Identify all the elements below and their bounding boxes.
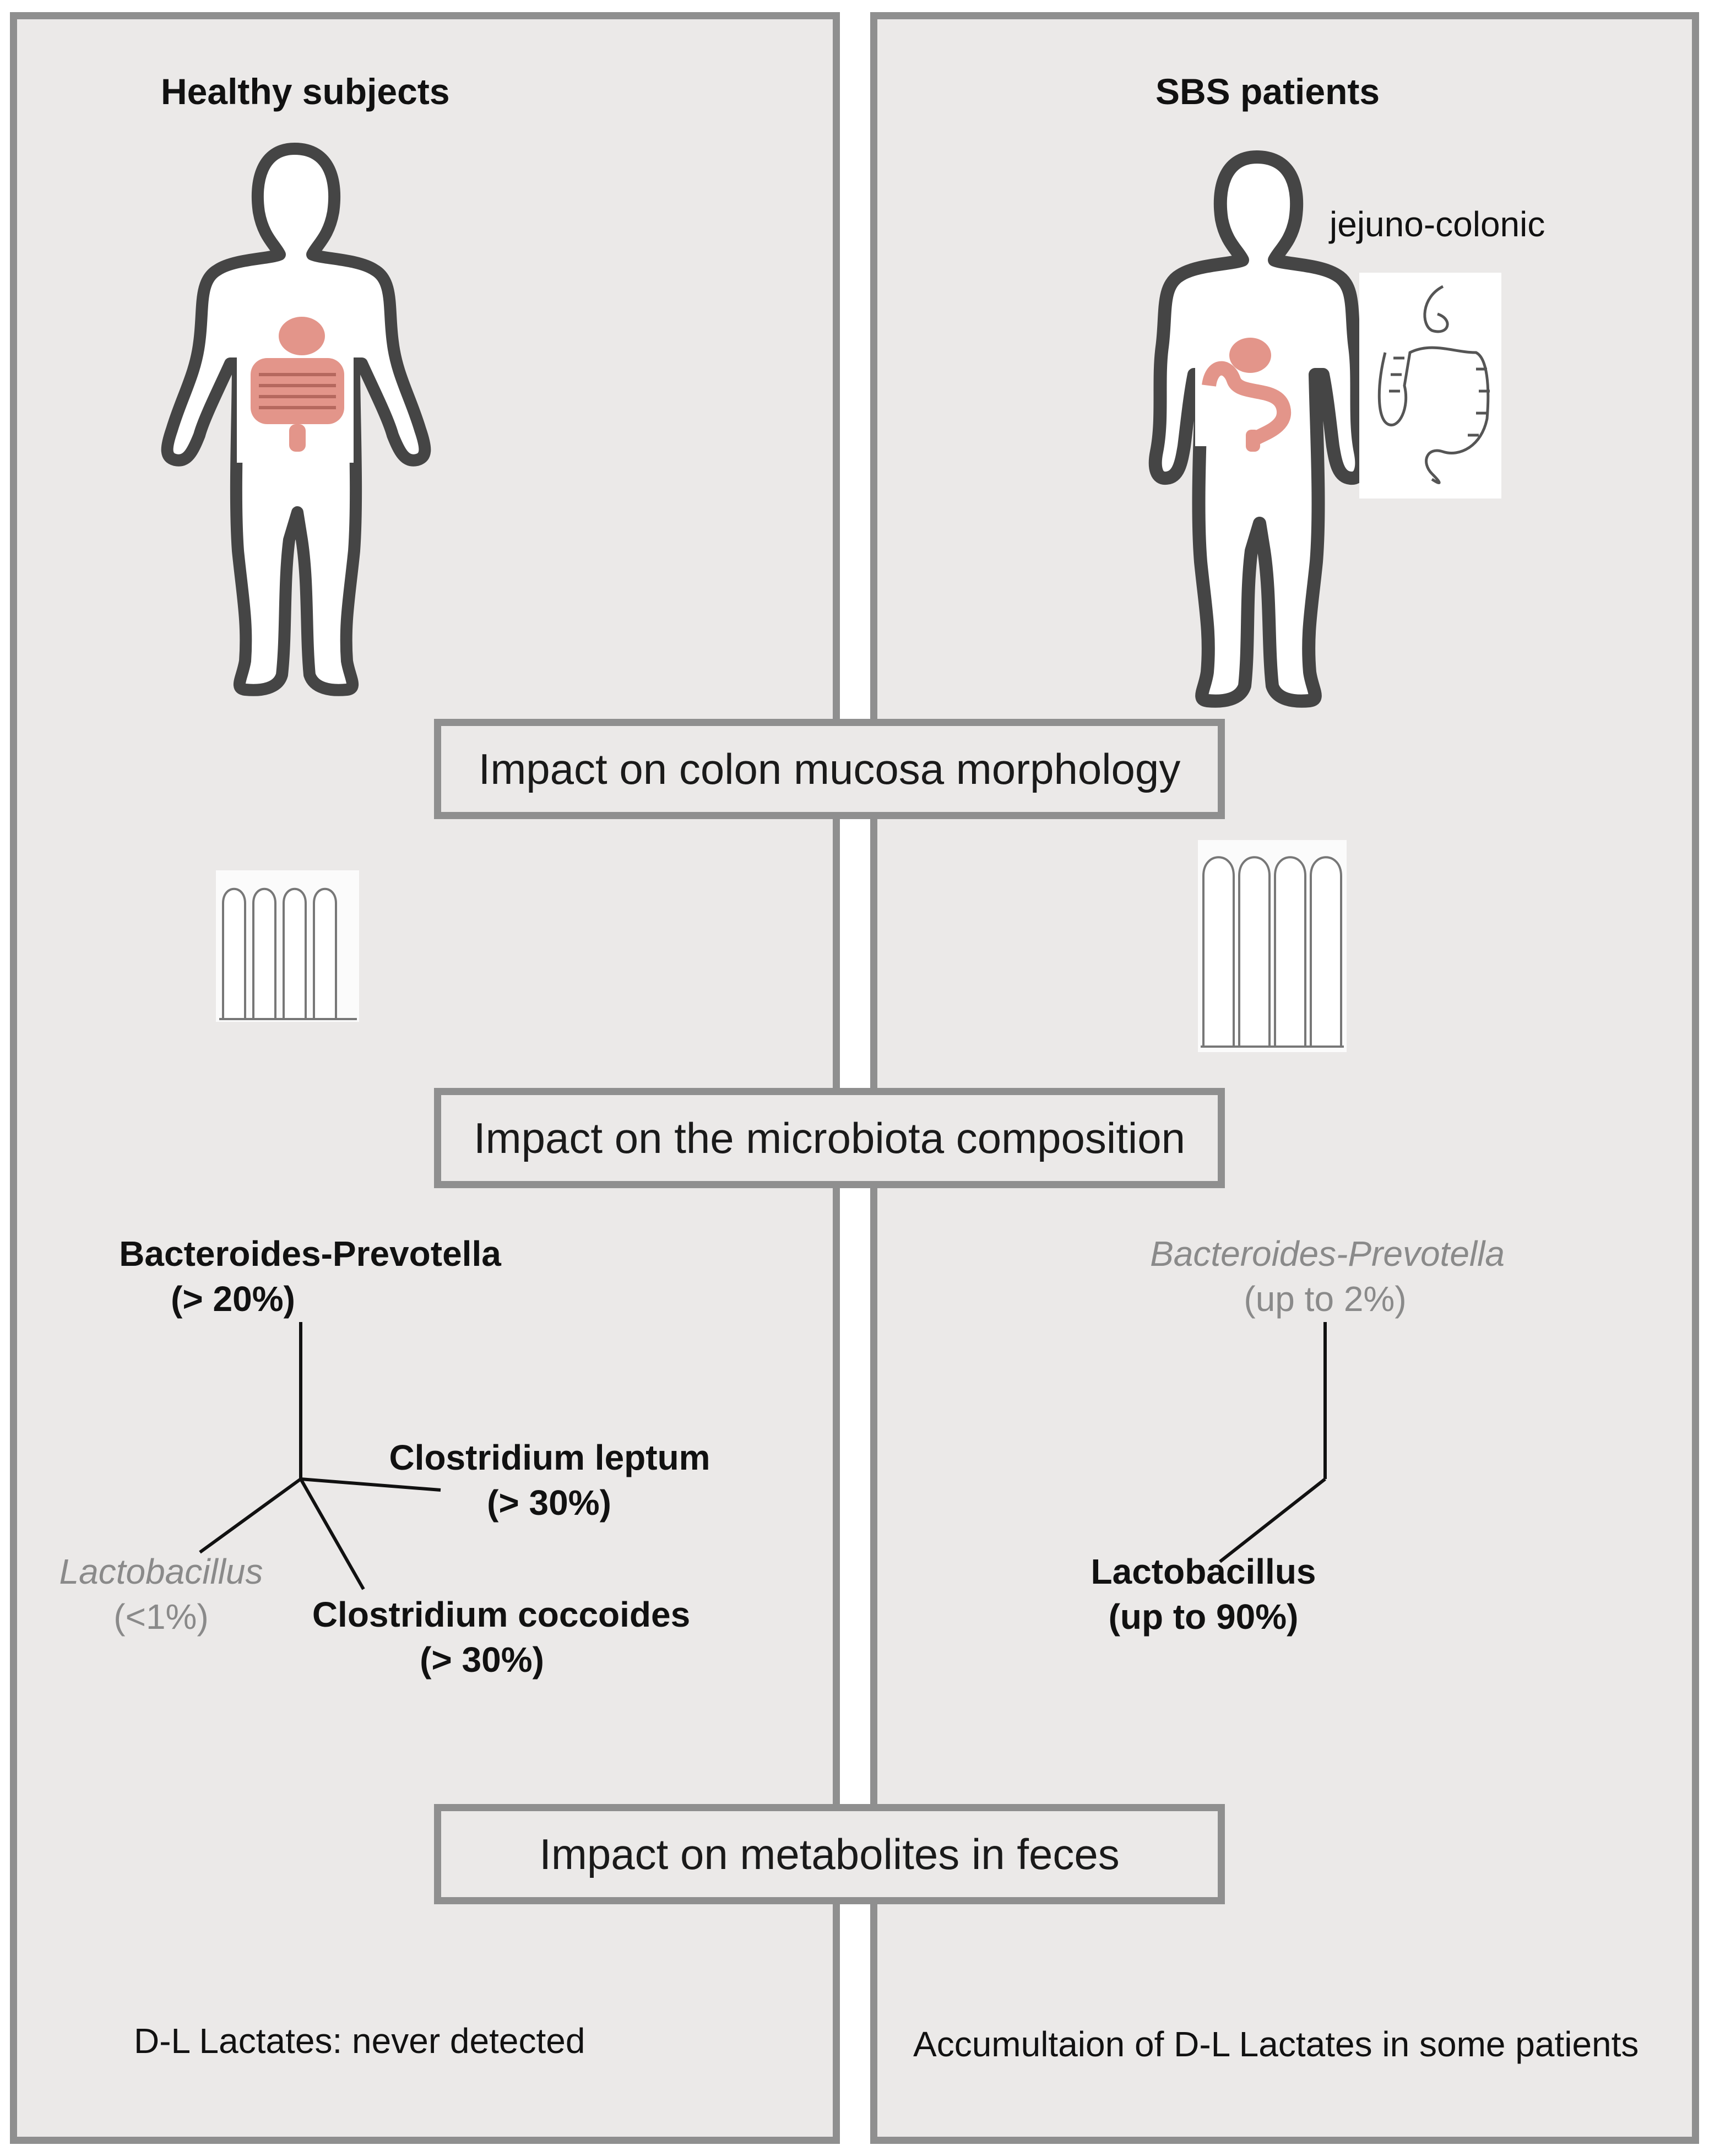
left-panel xyxy=(10,12,840,2144)
healthy-mucosa-crypts-icon xyxy=(216,870,359,1022)
sbs-lactobacillus-label: Lactobacillus (up to 90%) xyxy=(1090,1552,1316,1637)
microbiota-section-label: Impact on the microbiota composition xyxy=(474,1113,1185,1162)
metabolites-section-box: Impact on metabolites in feces xyxy=(434,1804,1225,1904)
healthy-lactobacillus-label: Lactobacillus (<1%) xyxy=(59,1552,263,1637)
sbs-bacteroides-label: Bacteroides-Prevotella (up to 2%) xyxy=(1150,1234,1505,1319)
sbs-metabolites-text: Accumultaion of D-L Lactates in some pat… xyxy=(913,2024,1639,2064)
healthy-digestive-organs xyxy=(237,300,354,463)
healthy-coccoides-label: Clostridium coccoides (> 30%) xyxy=(312,1595,691,1680)
microbiota-section-box: Impact on the microbiota composition xyxy=(434,1088,1225,1188)
healthy-bacteroides-label: Bacteroides-Prevotella (> 20%) xyxy=(119,1234,501,1319)
left-heading: Healthy subjects xyxy=(161,71,450,112)
morphology-section-box: Impact on colon mucosa morphology xyxy=(434,719,1225,819)
morphology-section-label: Impact on colon mucosa morphology xyxy=(478,744,1181,793)
healthy-metabolites-text: D-L Lactates: never detected xyxy=(134,2021,585,2061)
jejuno-colonic-anatomy-icon xyxy=(1359,273,1501,499)
jejuno-colonic-label: jejuno-colonic xyxy=(1330,204,1545,244)
metabolites-section-label: Impact on metabolites in feces xyxy=(539,1829,1120,1878)
sbs-digestive-organs xyxy=(1195,322,1300,452)
right-heading: SBS patients xyxy=(1155,71,1380,112)
healthy-microbiota-tree xyxy=(199,1322,441,1590)
healthy-leptum-label: Clostridium leptum (> 30%) xyxy=(389,1438,710,1523)
sbs-mucosa-crypts-icon xyxy=(1198,840,1347,1052)
sbs-microbiota-tree xyxy=(1219,1322,1327,1563)
